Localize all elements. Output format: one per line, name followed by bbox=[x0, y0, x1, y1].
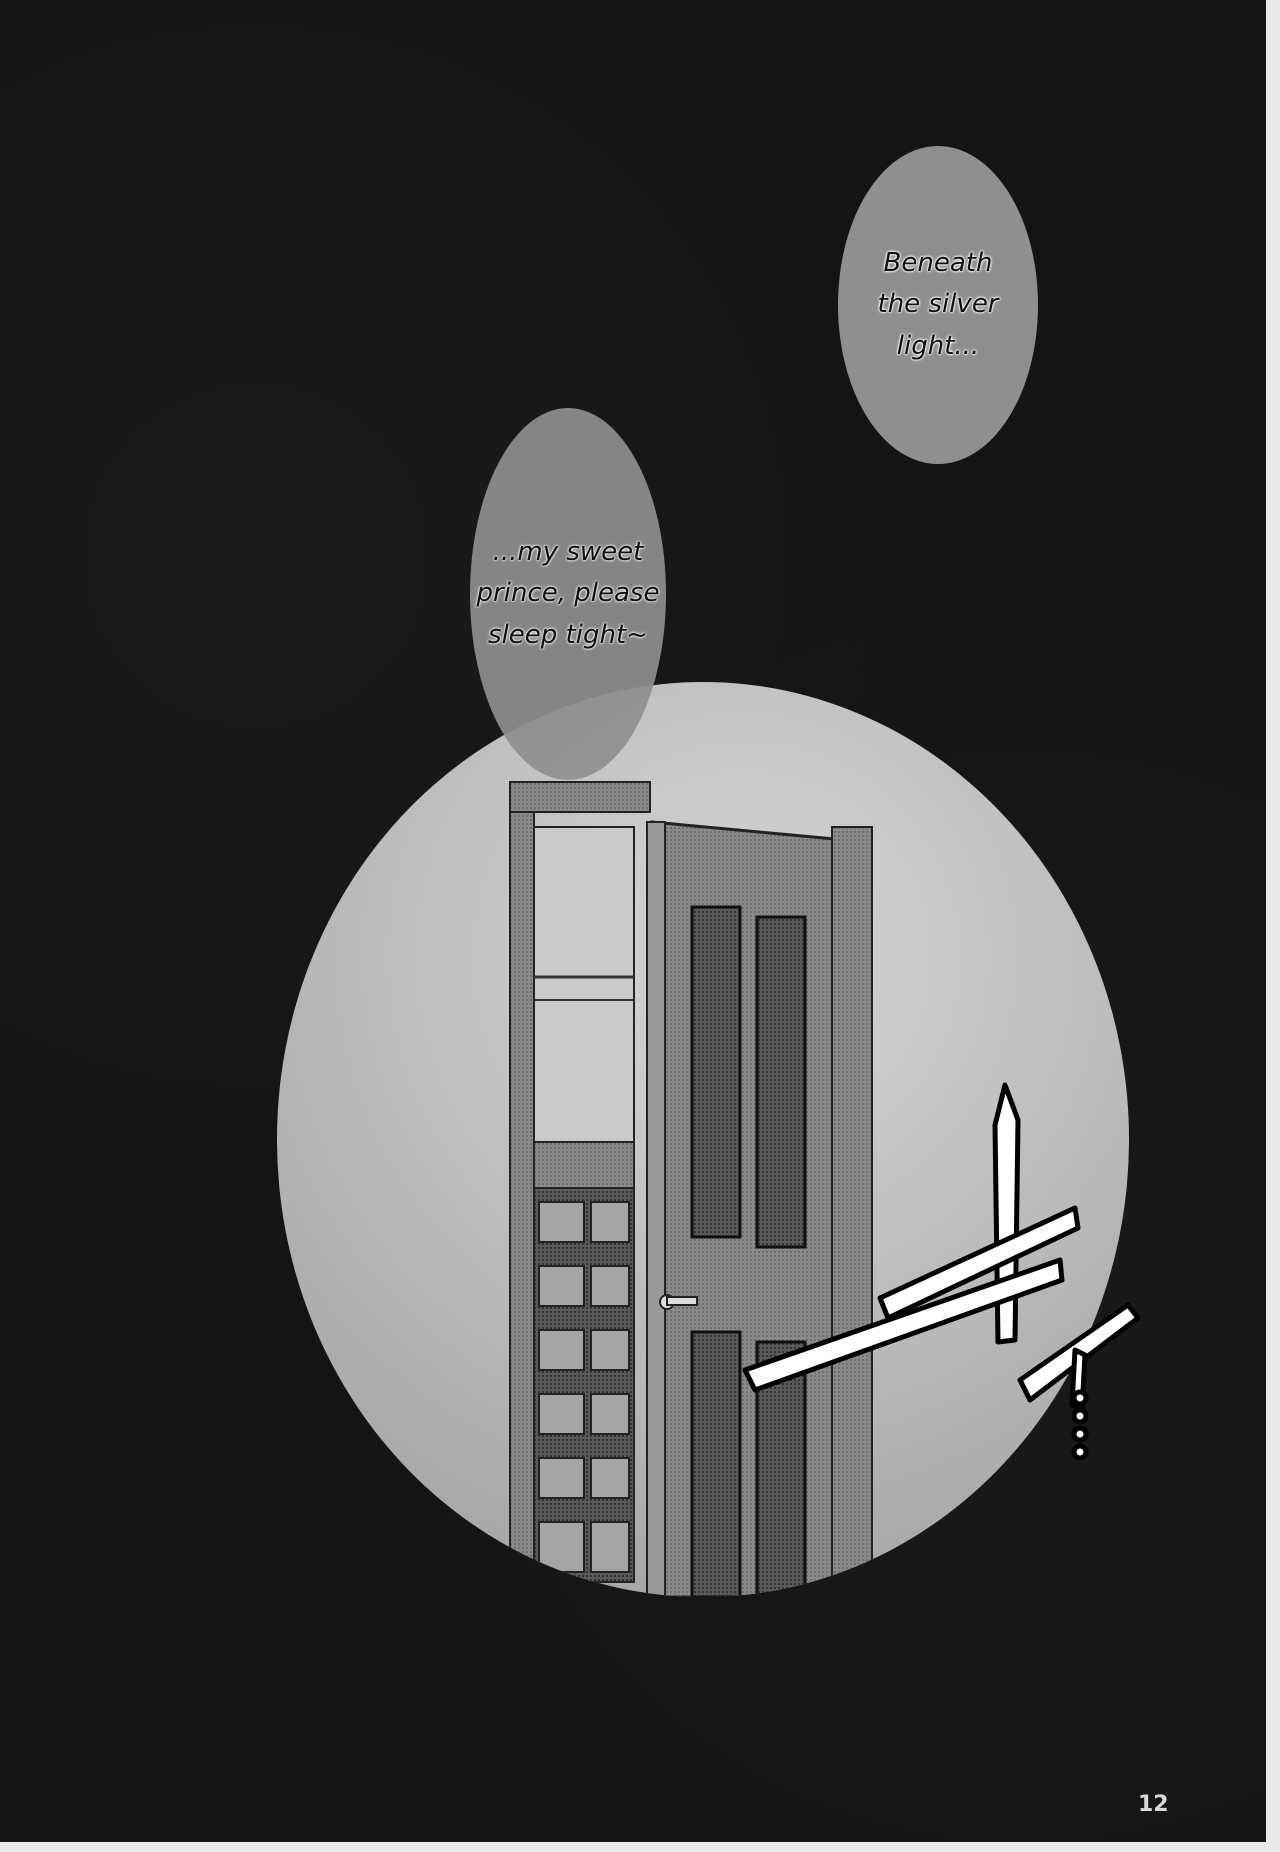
speech-bubble-1: Beneath the silver light... bbox=[838, 146, 1038, 464]
sound-effect-drawing bbox=[742, 1082, 1140, 1461]
page-right-margin bbox=[1266, 0, 1280, 1852]
bubble-1-text: Beneath the silver light... bbox=[877, 247, 999, 361]
moon-circle bbox=[277, 682, 1129, 1597]
bubble-2-text: ...my sweet prince, please sleep tight~ bbox=[476, 536, 660, 650]
speech-bubble-2: ...my sweet prince, please sleep tight~ bbox=[470, 408, 666, 780]
page-bottom-margin bbox=[0, 1842, 1280, 1852]
door-illustration bbox=[509, 781, 873, 1597]
page-number: 12 bbox=[1138, 1792, 1169, 1817]
